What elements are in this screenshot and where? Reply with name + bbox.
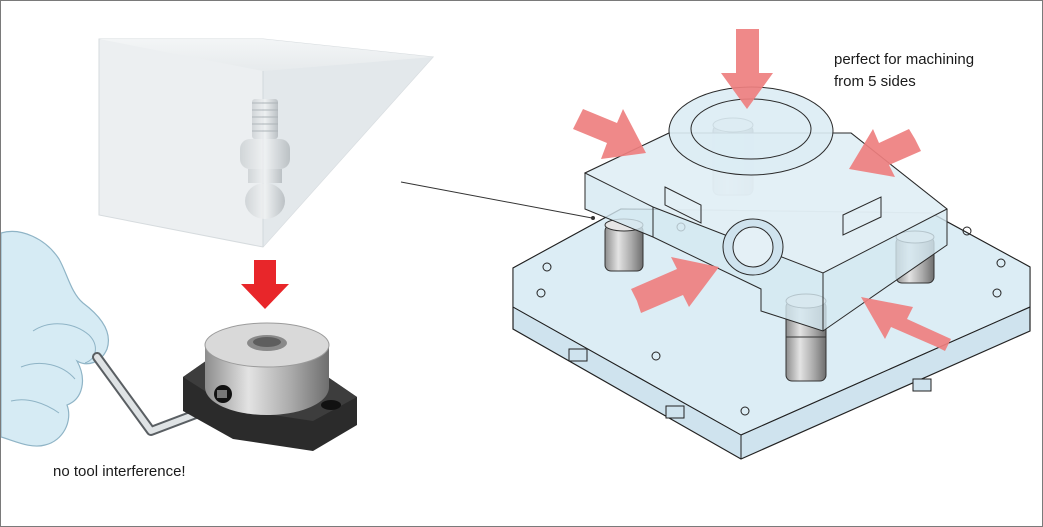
down-arrow-icon bbox=[241, 260, 289, 309]
force-arrow-icon bbox=[573, 109, 646, 159]
machining-caption-line2: from 5 sides bbox=[834, 73, 916, 90]
tool-interference-caption: no tool interference! bbox=[53, 463, 186, 480]
clamping-module bbox=[183, 322, 357, 451]
force-arrow-icon bbox=[849, 129, 921, 177]
force-arrow-icon bbox=[631, 257, 719, 313]
gloved-hand bbox=[1, 230, 109, 447]
clamping-pin bbox=[240, 99, 290, 219]
machining-caption: perfect for machining from 5 sides bbox=[834, 49, 974, 93]
force-arrow-icon bbox=[721, 29, 773, 109]
leader-line bbox=[400, 181, 595, 220]
machining-caption-line1: perfect for machining bbox=[834, 51, 975, 68]
force-arrow-icon bbox=[861, 297, 951, 351]
